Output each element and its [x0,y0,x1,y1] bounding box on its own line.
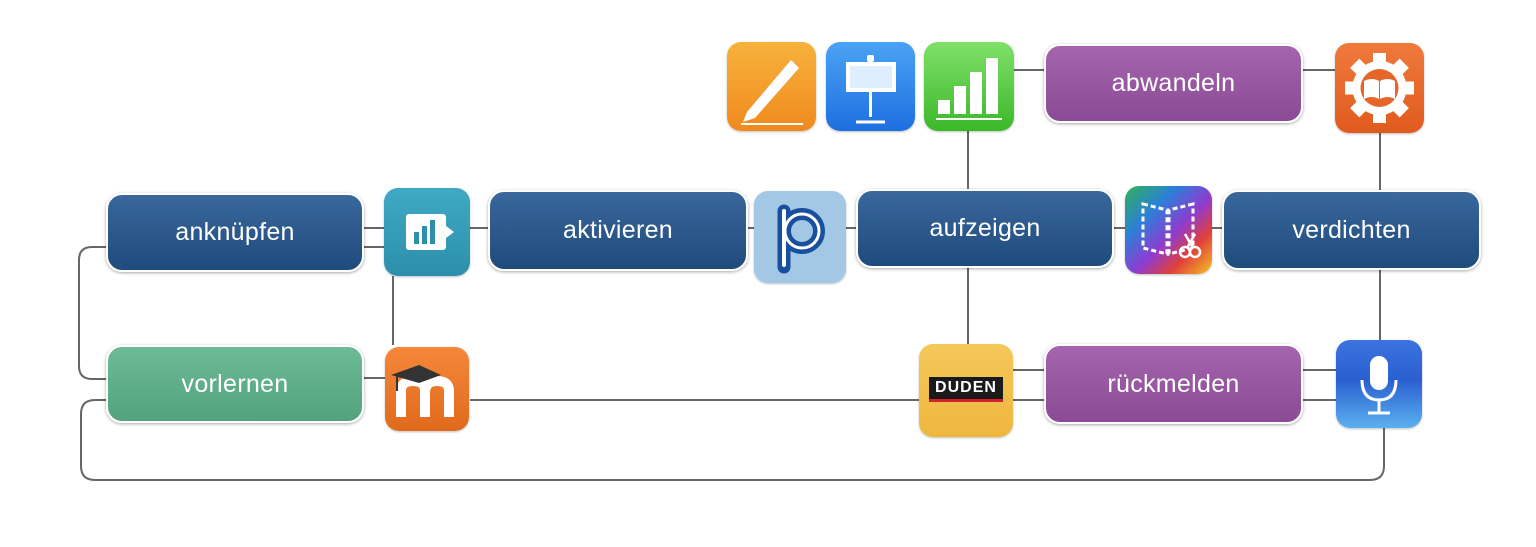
book-scissors-icon [1125,186,1212,274]
node-label: vorlernen [181,369,289,398]
book-gear-icon [1335,43,1424,133]
pages-icon [727,42,816,131]
node-label: rückmelden [1107,369,1240,398]
node-label: anknüpfen [175,218,295,246]
microphone-icon [1336,340,1422,428]
node-label: aufzeigen [929,214,1041,242]
padlet-icon [754,191,846,283]
node-label: verdichten [1292,215,1411,244]
explain-chart-icon [384,188,470,276]
node-aufzeigen: aufzeigen [856,189,1114,268]
numbers-icon [924,42,1014,131]
node-verdichten: verdichten [1222,190,1481,270]
node-label: abwandeln [1111,69,1236,97]
node-rueckmelden: rückmelden [1044,344,1303,424]
node-aktivieren: aktivieren [488,190,748,271]
moodle-icon [385,347,469,431]
duden-underline [929,399,1003,402]
node-label: aktivieren [563,216,673,244]
duden-wordmark: DUDEN [929,377,1003,399]
duden-icon: DUDEN [919,344,1013,437]
connector-left-loop [78,246,106,380]
node-anknuepfen: anknüpfen [106,193,364,272]
node-abwandeln: abwandeln [1044,44,1303,123]
node-vorlernen: vorlernen [106,345,364,423]
keynote-icon [826,42,915,131]
connector-outer-loop [80,399,1385,481]
